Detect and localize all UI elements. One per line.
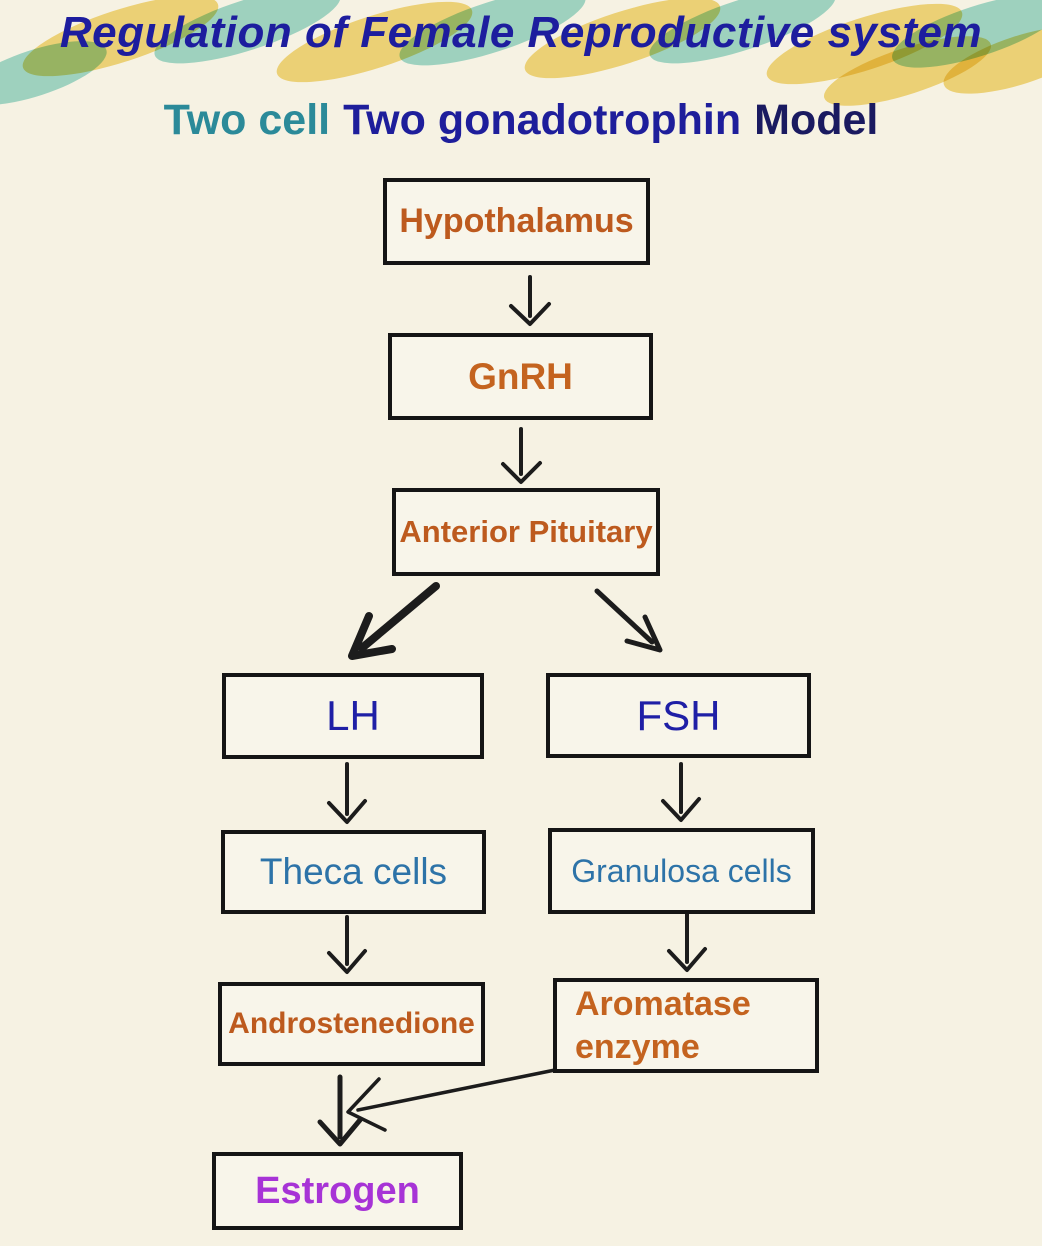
node-gnrh: GnRH xyxy=(388,333,653,420)
arrow-theca-cells-androstenedione xyxy=(327,915,367,974)
node-theca-cells: Theca cells xyxy=(221,830,486,914)
node-lh: LH xyxy=(222,673,484,759)
arrow-fsh-granulosa-cells xyxy=(661,762,701,822)
node-estrogen: Estrogen xyxy=(212,1152,463,1230)
node-anterior-pituitary: Anterior Pituitary xyxy=(392,488,660,576)
page-title: Regulation of Female Reproductive system xyxy=(59,8,983,57)
node-hypothalamus: Hypothalamus xyxy=(383,178,650,265)
node-aromatase-enzyme: Aromatase enzyme xyxy=(553,978,819,1073)
arrow-aromatase-estrogen xyxy=(346,1068,557,1132)
arrow-gnrh-anterior-pituitary xyxy=(501,427,542,484)
node-granulosa-cells: Granulosa cells xyxy=(548,828,815,914)
node-fsh: FSH xyxy=(546,673,811,758)
arrow-anterior-pituitary-lh xyxy=(348,582,440,660)
arrow-hypothalamus-gnrh xyxy=(509,275,551,326)
subtitle-two-gonadotrophin: Two gonadotrophin xyxy=(343,96,742,144)
subtitle-model: Model xyxy=(754,96,879,144)
arrow-granulosa-cells-aromatase xyxy=(667,910,707,972)
node-androstenedione: Androstenedione xyxy=(218,982,485,1066)
arrow-lh-theca-cells xyxy=(327,762,367,824)
arrow-androstenedione-estrogen xyxy=(317,1074,363,1147)
subtitle-two-cell: Two cell xyxy=(163,96,331,144)
arrow-anterior-pituitary-fsh xyxy=(594,588,663,653)
